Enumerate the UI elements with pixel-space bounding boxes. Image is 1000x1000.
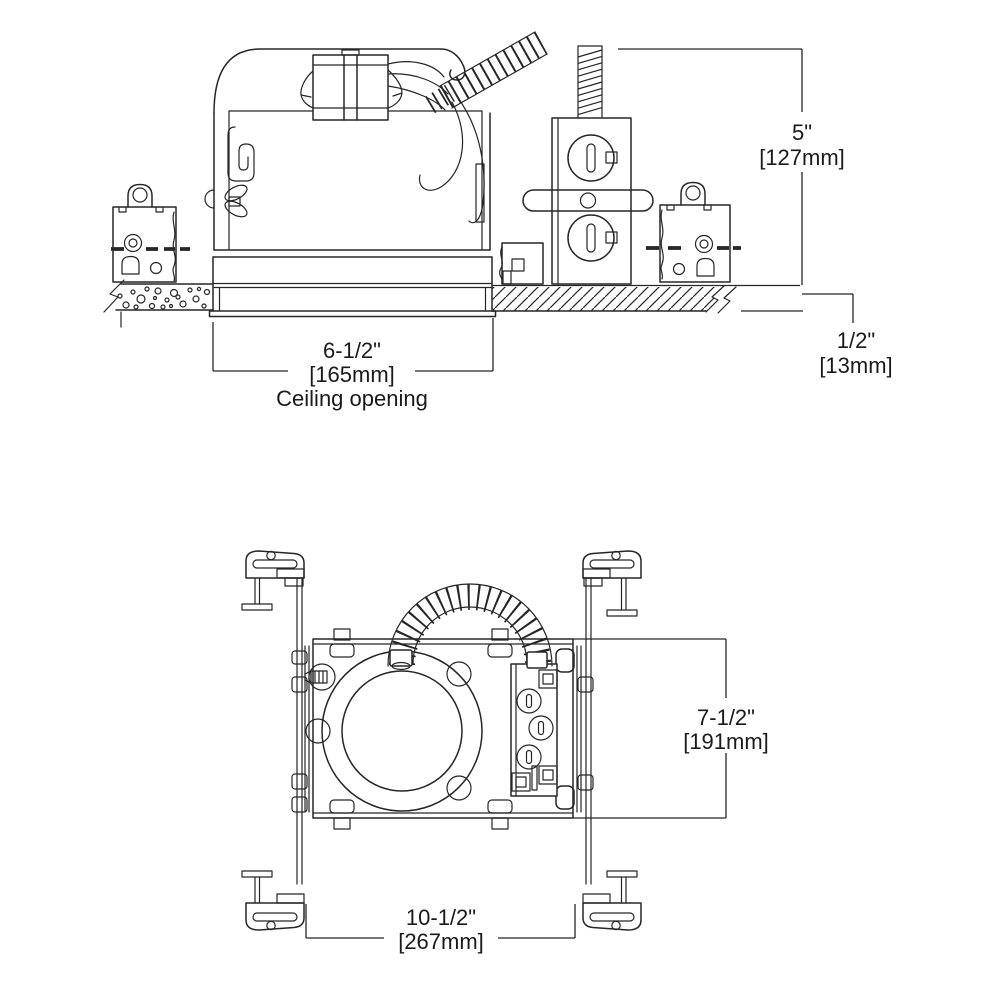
dim-thickness-value: 1/2" [837,328,875,353]
dim-opening-metric: [165mm] [309,362,395,387]
housing-can [204,48,491,251]
bottom-view-plan: 7-1/2" [191mm] 10-1/2" [267mm] [241,550,769,954]
ceiling-right-hatch [491,284,803,314]
wire-connector [475,163,485,223]
dim-ceiling-opening: 6-1/2" [165mm] Ceiling opening [212,318,494,411]
hanger-bar-right [585,577,592,885]
bracket-hole-right [685,185,701,201]
adapter-bracket [499,242,544,285]
nail-head [606,609,638,617]
nail-head [241,603,273,611]
nail-bracket-bottom-left [241,870,305,931]
top-view-side-elevation: 5" [127mm] 1/2" [13mm] 6-1/2" [165mm] Ce… [103,31,893,411]
cable-clamp-bar [522,189,654,212]
dim-housing-height-value: 7-1/2" [697,705,755,730]
trim-flange [208,249,497,318]
adjustment-screw [304,663,336,691]
dim-housing-height: 7-1/2" [191mm] [573,638,769,819]
nail-bracket-bottom-right [582,870,642,931]
junction-box-side [522,117,654,285]
hanger-bracket-right [646,181,741,283]
dim-ceiling-thickness: 1/2" [13mm] [802,293,893,378]
nail-bracket-top-right [582,550,642,617]
dim-height-value: 5" [792,120,812,145]
junction-box-plan [510,663,558,797]
interior-slot [227,126,255,182]
aperture-ear [446,775,472,801]
wing-nut [204,184,248,218]
dim-housing-height-metric: [191mm] [683,729,769,754]
flex-conduit-arc [387,583,553,671]
dim-opening-value: 6-1/2" [323,338,381,363]
dim-bar-span-value: 10-1/2" [406,905,476,930]
dim-bar-span: 10-1/2" [267mm] [305,904,576,954]
dim-height: 5" [127mm] [618,48,845,285]
dim-height-metric: [127mm] [759,145,845,170]
aperture-ear [305,718,331,744]
hanger-bar-left [296,577,303,885]
conduit-collar-right [526,651,548,669]
dim-thickness-metric: [13mm] [819,353,892,378]
lamp-aperture [304,650,483,812]
conduit-collar-left [389,649,413,667]
wires [387,61,485,224]
hanger-bracket-left [111,183,190,283]
knockout-top [567,134,618,182]
bracket-hole-left [132,187,148,203]
flex-conduit [425,31,548,114]
driver-box-tab [341,49,360,56]
dim-bar-span-metric: [267mm] [398,929,484,954]
dim-opening-label: Ceiling opening [276,386,428,411]
knockout-bottom [567,214,618,262]
aperture-ear [446,661,472,687]
driver-box [300,49,403,121]
ceiling-left-stipple [103,279,214,328]
threaded-rod [577,45,603,118]
nail-head [241,870,273,878]
nail-head [606,870,638,878]
nail-bracket-top-left [241,550,305,611]
